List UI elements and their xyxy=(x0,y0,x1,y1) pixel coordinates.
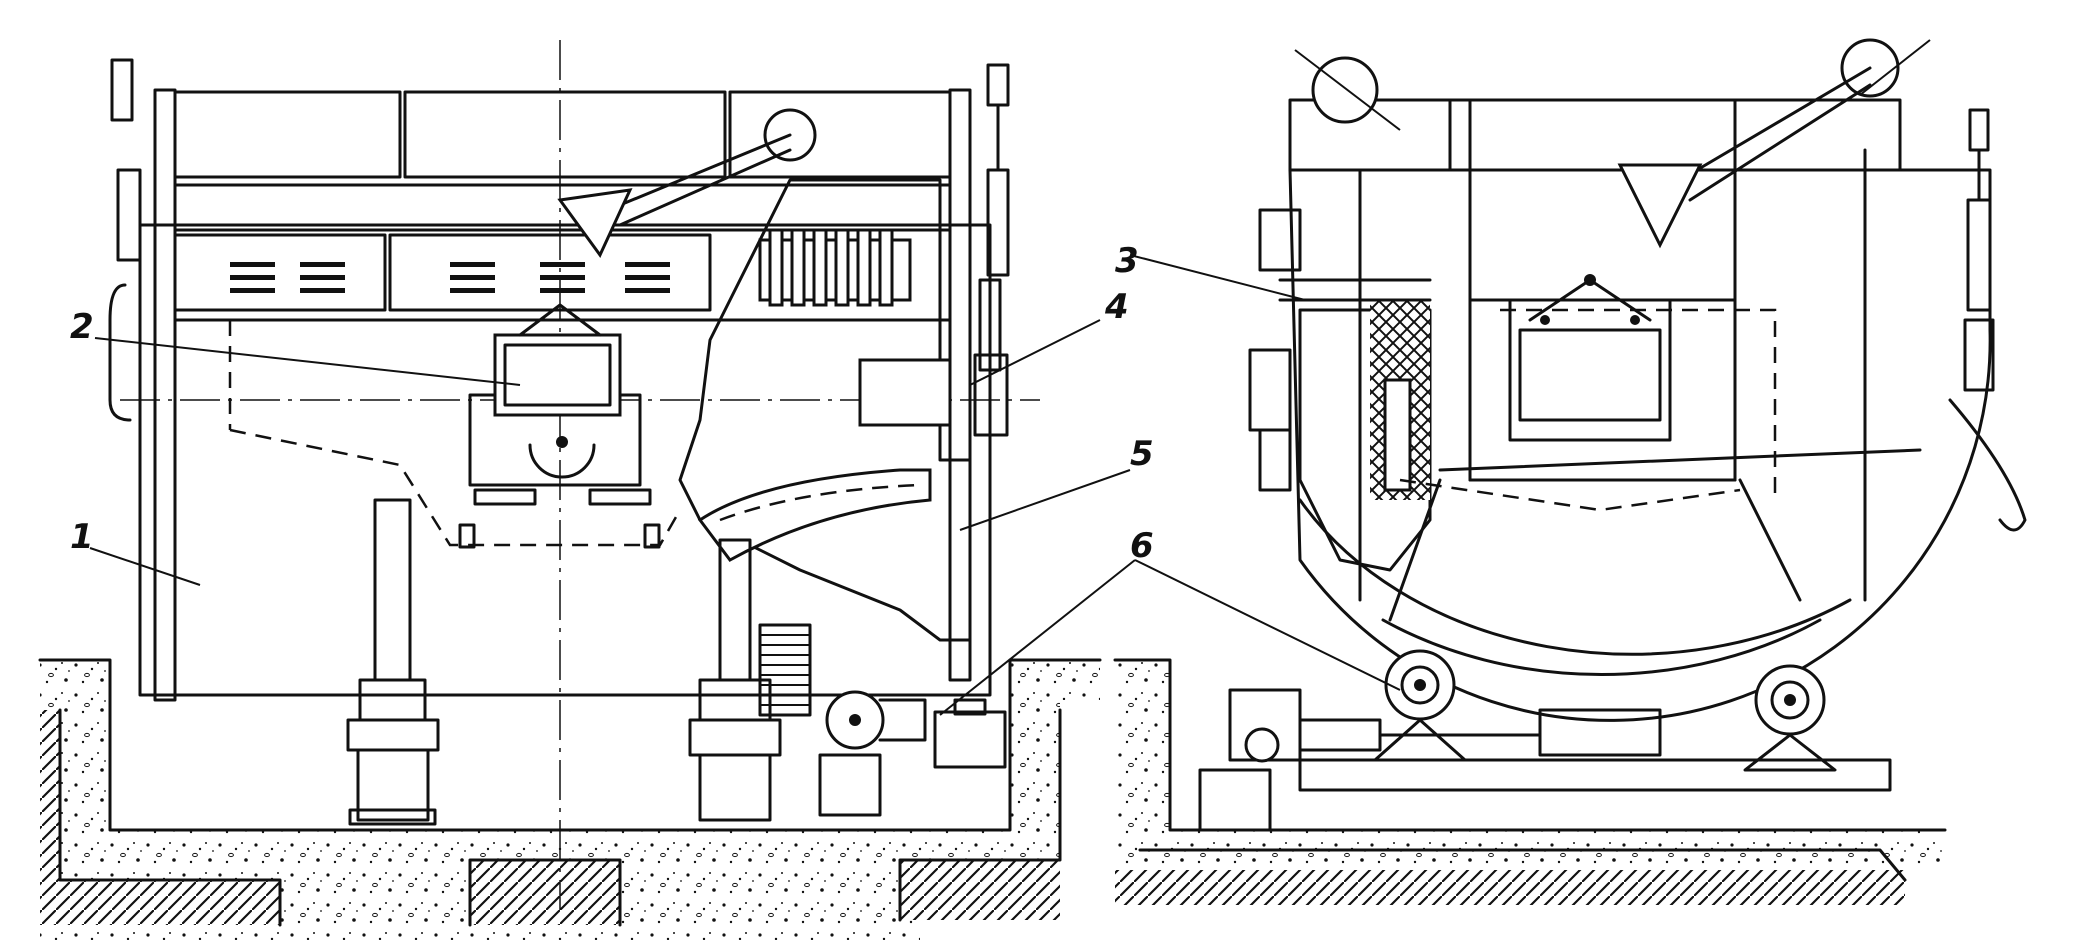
counterweight-arm xyxy=(557,108,817,258)
counterweight-arm-end-view xyxy=(1294,38,1931,249)
drive-gearbox xyxy=(758,623,1007,817)
roller-drive-end-view xyxy=(1198,649,1892,832)
callout-2: 2 xyxy=(70,307,94,347)
callout-1: 1 xyxy=(70,517,94,557)
vent-slots xyxy=(230,262,670,293)
tilt-cylinder-end-view xyxy=(1948,108,2027,532)
right-foundation xyxy=(1113,658,1947,905)
furnace-shell-side-view xyxy=(108,40,1040,910)
left-foundation xyxy=(38,658,1102,940)
crucible-assembly xyxy=(228,303,682,549)
callout-5: 5 xyxy=(1130,434,1154,474)
leader-lines xyxy=(89,254,1401,716)
tilt-cylinder xyxy=(973,63,1010,437)
refractory-lining-cutaway xyxy=(678,178,972,642)
heater-elements xyxy=(768,228,894,307)
support-column-right xyxy=(688,538,782,822)
callout-3: 3 xyxy=(1115,241,1139,281)
refractory-lining-end-view xyxy=(1278,278,1432,572)
support-column-left xyxy=(346,498,440,826)
side-bracket-end-view xyxy=(1248,208,1302,492)
callout-4: 4 xyxy=(1104,287,1129,327)
callout-6: 6 xyxy=(1130,526,1154,566)
crucible-end-view xyxy=(1399,274,1777,512)
